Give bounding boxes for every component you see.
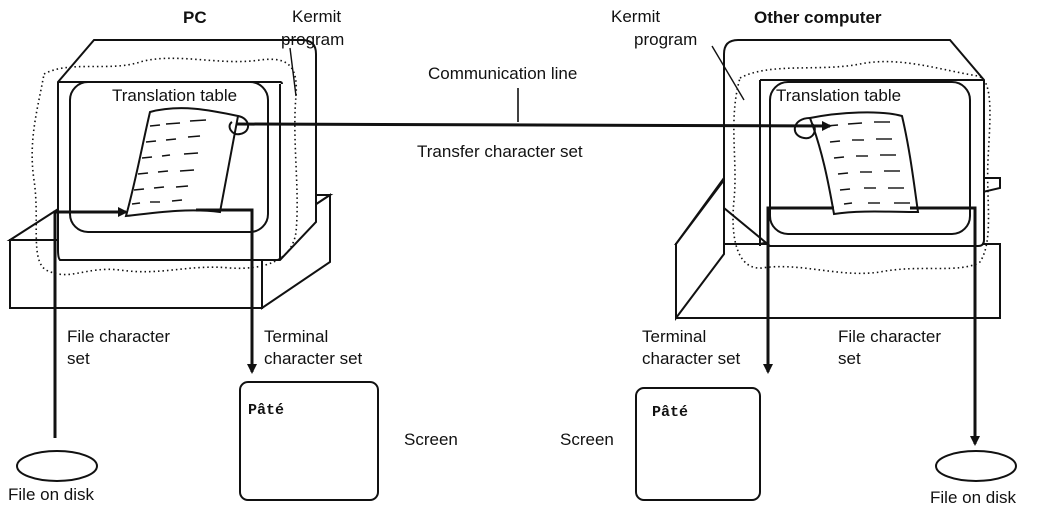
pc-kermit-label-1: Kermit [292, 7, 341, 26]
pc-title: PC [183, 8, 207, 27]
other-terminal-charset-label-1: Terminal [642, 327, 706, 346]
pc-screen-text: Pâté [248, 402, 284, 419]
transfer-label: Transfer character set [417, 142, 583, 161]
other-screen-text: Pâté [652, 404, 688, 421]
other-file-charset-label-2: set [838, 349, 861, 368]
other-screen-label: Screen [560, 430, 614, 449]
pc-disk-label: File on disk [8, 485, 94, 504]
pc-disk-icon [17, 451, 97, 481]
pc-terminal-charset-label-2: character set [264, 349, 363, 368]
pc-computer [10, 40, 330, 308]
pc-terminal-charset-label-1: Terminal [264, 327, 328, 346]
other-computer [676, 40, 1000, 318]
communication-line [236, 124, 830, 126]
other-terminal-charset-label-2: character set [642, 349, 741, 368]
pc-screen-box [240, 382, 378, 500]
communication-label: Communication line [428, 64, 577, 83]
pc-file-charset-label-1: File character [67, 327, 170, 346]
other-disk-icon [936, 451, 1016, 481]
pc-file-charset-label-2: set [67, 349, 90, 368]
pc-kermit-label-2: program [281, 30, 344, 49]
other-kermit-label-2: program [634, 30, 697, 49]
other-title: Other computer [754, 8, 882, 27]
other-base-front [676, 244, 1000, 318]
other-kermit-label-1: Kermit [611, 7, 660, 26]
other-disk-label: File on disk [930, 488, 1016, 507]
other-file-charset-label-1: File character [838, 327, 941, 346]
pc-table-label: Translation table [112, 86, 237, 105]
other-table-label: Translation table [776, 86, 901, 105]
pc-screen-label: Screen [404, 430, 458, 449]
